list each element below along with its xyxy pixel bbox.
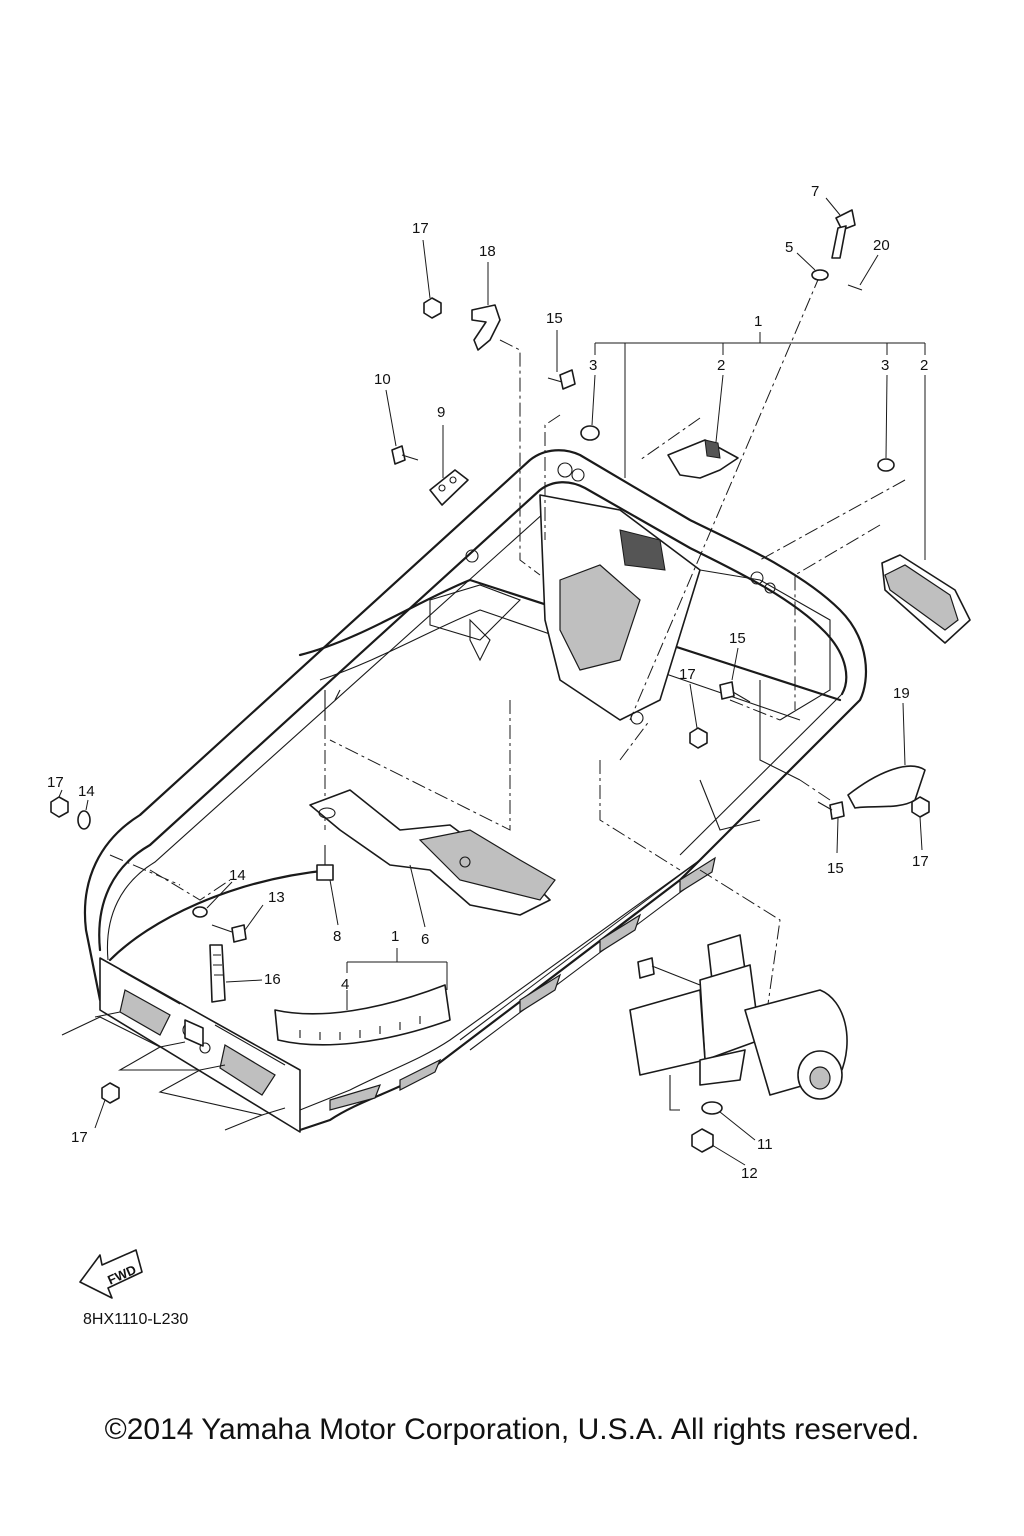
part-3-grommet-right: [877, 458, 895, 472]
frame-cross-members: [108, 578, 842, 962]
part-18-bracket: [471, 304, 501, 351]
assembly-guide-lines: [109, 274, 906, 1061]
callout-17-right: 17: [912, 853, 929, 870]
part-17-nut-top: [423, 297, 442, 319]
callout-5: 5: [785, 239, 793, 256]
callout-9: 9: [437, 404, 445, 421]
part-14-washer-mid: [192, 906, 208, 918]
callout-12: 12: [741, 1165, 758, 1182]
part-16-tie-strap: [209, 944, 226, 1003]
part-14-washer-left: [77, 810, 91, 830]
callout-18: 18: [479, 243, 496, 260]
callout-2-left: 2: [717, 357, 725, 374]
label-bracket-group-1-top: [594, 332, 926, 478]
part-3-grommet-left: [580, 425, 600, 441]
part-17-nut-left: [50, 796, 69, 818]
part-17-nut-right: [911, 796, 930, 818]
callout-3-left: 3: [589, 357, 597, 374]
part-2-cover-left: [667, 439, 739, 479]
callout-13: 13: [268, 889, 285, 906]
leader-lines: [58, 197, 926, 1166]
callout-4: 4: [341, 976, 349, 993]
diagram-part-code: 8HX1110-L230: [83, 1311, 188, 1328]
callout-16: 16: [264, 971, 281, 988]
part-15-bolt-top: [547, 369, 576, 390]
frame-rear-section: [429, 462, 831, 725]
frame-right-rail-ribs: [329, 856, 716, 1111]
callout-15-right: 15: [827, 860, 844, 877]
callout-17-mid: 17: [679, 666, 696, 683]
part-15-bolt-mid: [719, 681, 751, 703]
part-17-nut-front: [101, 1082, 120, 1104]
part-11-washer: [701, 1101, 723, 1115]
callout-14-mid: 14: [229, 867, 246, 884]
callout-3-right: 3: [881, 357, 889, 374]
callout-19: 19: [893, 685, 910, 702]
callout-10: 10: [374, 371, 391, 388]
frame-diagram-svg: 7 17 18 5 20 15 1 3 2 3 2 10 9 15 17 19 …: [47, 183, 971, 1328]
part-7-bolt: [831, 209, 856, 259]
copyright-footer: ©2014 Yamaha Motor Corporation, U.S.A. A…: [104, 1413, 920, 1446]
callout-7: 7: [811, 183, 819, 200]
callout-14-left: 14: [78, 783, 95, 800]
part-9-plate: [429, 469, 469, 506]
callout-17-top: 17: [412, 220, 429, 237]
frame-front-bulkhead: [99, 957, 301, 1133]
callout-8: 8: [333, 928, 341, 945]
callout-1-top: 1: [754, 313, 762, 330]
callout-6: 6: [421, 931, 429, 948]
steering-column-assembly: [629, 934, 848, 1111]
callout-2-right: 2: [920, 357, 928, 374]
callout-17-front: 17: [71, 1129, 88, 1146]
callout-20: 20: [873, 237, 890, 254]
callout-17-left: 17: [47, 774, 64, 791]
part-12-nut: [691, 1128, 714, 1153]
part-20-pin: [847, 284, 863, 291]
part-8-bolt: [316, 845, 334, 881]
part-15-bolt-right: [817, 801, 845, 820]
part-5-washer: [811, 269, 829, 281]
part-19-strap: [847, 765, 926, 809]
callout-labels: 7 17 18 5 20 15 1 3 2 3 2 10 9 15 17 19 …: [47, 183, 929, 1182]
part-13-bolt: [211, 924, 247, 943]
part-6-floor-cover: [309, 789, 556, 916]
fwd-arrow-icon: FWD: [79, 1249, 143, 1299]
part-2-cover-right: [881, 554, 971, 644]
part-17-nut-mid: [689, 727, 708, 749]
front-studs: [61, 1011, 286, 1131]
callout-11: 11: [757, 1136, 773, 1153]
callout-15-mid: 15: [729, 630, 746, 647]
callout-15-top: 15: [546, 310, 563, 327]
part-4-scuff-plate: [274, 984, 451, 1046]
callout-1-bottom: 1: [391, 928, 399, 945]
part-10-bolt: [391, 445, 419, 465]
label-bracket-group-1-bottom: [346, 948, 448, 990]
